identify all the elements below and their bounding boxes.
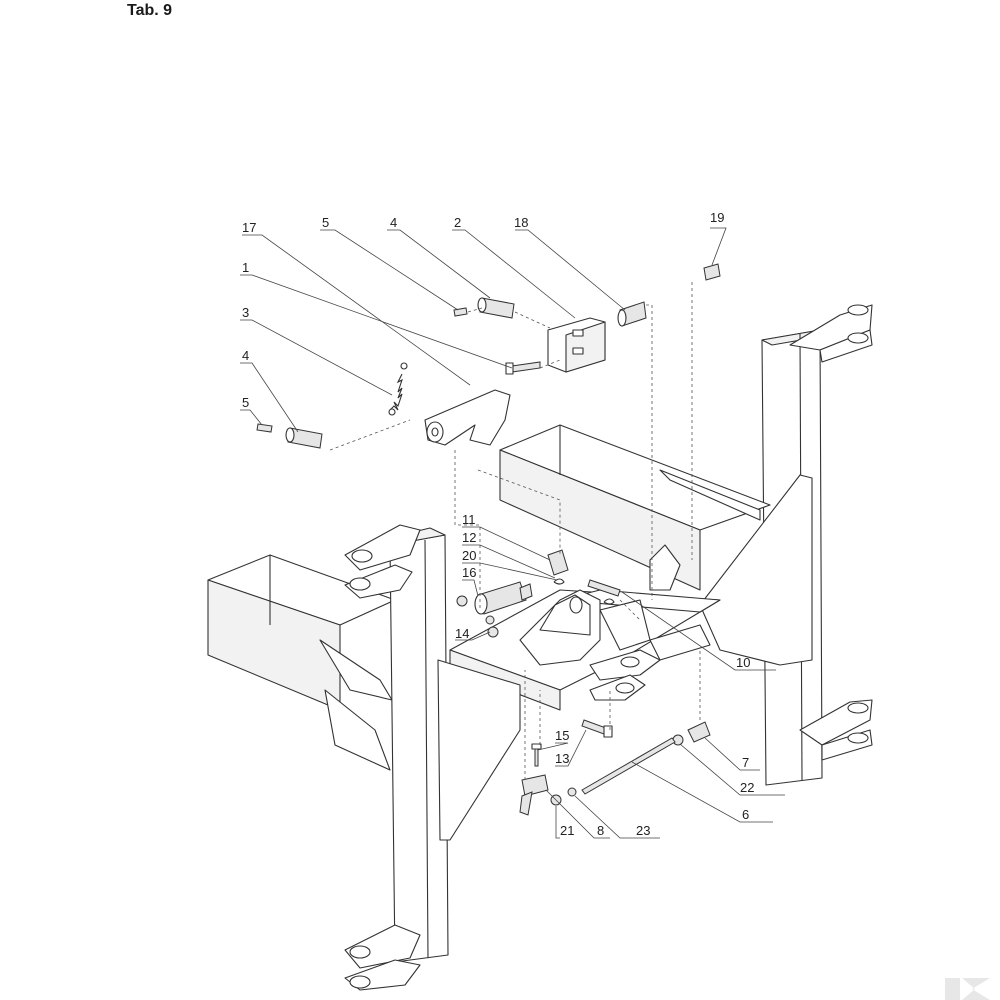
washer-part-left [456, 595, 468, 607]
part-label-17: 17 [242, 220, 256, 235]
clip-part-right [603, 598, 615, 605]
left-post [344, 524, 449, 991]
part-label-3: 3 [242, 305, 249, 320]
cylinder-part-16 [474, 581, 533, 615]
washer-part-upper [485, 615, 495, 625]
part-labels: 17 5 4 2 18 19 1 3 4 5 11 12 20 16 14 10… [242, 210, 754, 838]
part-label-18: 18 [514, 215, 528, 230]
small-pin-left [256, 423, 273, 433]
pin-part-top [477, 297, 515, 319]
part-label-20: 20 [462, 548, 476, 563]
part-label-14: 14 [455, 626, 469, 641]
part-label-7: 7 [742, 755, 749, 770]
brand-logo-icon [945, 978, 990, 1000]
part-label-5-left: 5 [242, 395, 249, 410]
right-gusset [699, 474, 813, 666]
small-pin-top [453, 307, 468, 317]
nut-part-22 [672, 734, 684, 746]
block-part-11 [547, 549, 569, 576]
bolt-part-13 [581, 719, 613, 738]
part-label-4-top: 4 [390, 215, 397, 230]
part-label-23: 23 [636, 823, 650, 838]
nut-part-19 [703, 263, 721, 281]
part-label-4-left: 4 [242, 348, 249, 363]
left-beam [207, 554, 396, 771]
part-label-6: 6 [742, 807, 749, 822]
nut-part-23 [567, 787, 577, 797]
part-label-11: 11 [462, 512, 476, 527]
right-beam [499, 424, 771, 591]
part-label-2: 2 [454, 215, 461, 230]
part-label-12: 12 [462, 530, 476, 545]
left-gusset [437, 659, 521, 841]
leader-lines [240, 227, 785, 839]
lever-part [424, 389, 511, 446]
part-label-22: 22 [740, 780, 754, 795]
part-label-8: 8 [597, 823, 604, 838]
page-title: Tab. 9 [127, 2, 173, 19]
part-label-19: 19 [710, 210, 724, 225]
bolt-part-15 [531, 743, 542, 767]
clip-part-20 [553, 578, 565, 585]
pin-part-left [285, 427, 323, 449]
part-label-1: 1 [242, 260, 249, 275]
assembly-lines [329, 282, 701, 780]
part-label-5-top: 5 [322, 215, 329, 230]
bolt-part-17 [505, 361, 541, 375]
bracket-part [547, 317, 606, 373]
part-label-10: 10 [736, 655, 750, 670]
rod-part-6 [581, 737, 676, 795]
bushing-part-18 [617, 301, 647, 327]
part-label-15: 15 [555, 728, 569, 743]
block-part-8 [519, 774, 549, 816]
rod-part-10 [587, 579, 621, 597]
part-label-13: 13 [555, 751, 569, 766]
part-label-21: 21 [560, 823, 574, 838]
spring-part [388, 362, 408, 416]
part-label-16: 16 [462, 565, 476, 580]
washer-part-14 [487, 626, 499, 638]
fork-part-7 [687, 721, 711, 743]
